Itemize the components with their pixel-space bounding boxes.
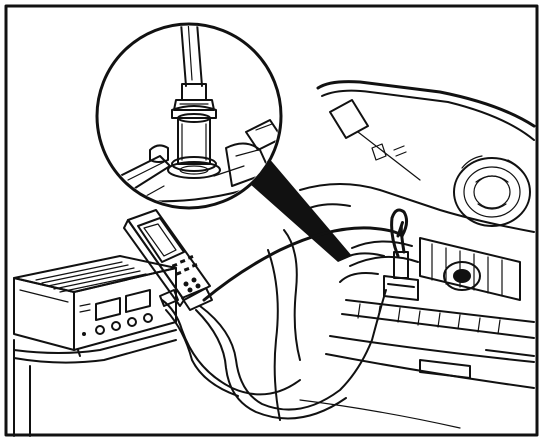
detail-cable-right [195, 26, 203, 87]
magnified-detail-circle [95, 22, 352, 262]
charger-vents [35, 261, 147, 293]
fender-line [283, 229, 301, 361]
tester-keypad[interactable] [171, 255, 201, 293]
cart-shelf-edge [13, 339, 177, 364]
detail-socket [167, 113, 221, 179]
tester-cable-loop [199, 289, 387, 411]
charger-label-1 [79, 303, 91, 307]
tester-key[interactable] [191, 277, 197, 283]
tester-key[interactable] [191, 263, 198, 268]
vehicle-battery-terminal [383, 221, 419, 301]
figure-border [4, 4, 539, 437]
engine-harness-2 [339, 272, 379, 283]
charger-side-line [19, 289, 69, 303]
charger-lead-positive [161, 299, 301, 396]
fender-outer-line [267, 249, 281, 421]
charger-foot [77, 349, 81, 357]
test-cable [159, 208, 409, 420]
tester-screen [137, 217, 185, 263]
charger-knob-4[interactable] [143, 313, 153, 323]
tester-cable-loop-2 [195, 309, 347, 420]
detail-connector-plug [171, 83, 217, 119]
hood-mark-2 [395, 151, 407, 157]
charger-side [13, 277, 75, 351]
tester-key[interactable] [183, 267, 190, 272]
tester-key[interactable] [171, 263, 178, 268]
tester-key[interactable] [187, 287, 193, 293]
tester-screen-inner [143, 223, 177, 257]
tester-cable-upper [202, 226, 404, 302]
hood-clip [371, 143, 387, 161]
charger-knob-3[interactable] [127, 317, 137, 327]
strut-tower [453, 155, 531, 227]
cart-shelf-front [13, 329, 177, 354]
tester-key[interactable] [183, 281, 189, 287]
engine-cover-top [299, 183, 535, 233]
detail-cable-center [187, 26, 193, 81]
tester-key[interactable] [195, 283, 201, 289]
hood-inner-edge [321, 89, 535, 141]
hood-mark-1 [393, 145, 405, 151]
tester-key[interactable] [175, 271, 182, 276]
charger-led [82, 332, 86, 336]
detail-cable-left [179, 26, 187, 87]
charger-display-right [125, 289, 151, 313]
tester-grip [181, 287, 213, 311]
charger-clamp [159, 289, 179, 307]
detail-circle-outline [95, 22, 283, 210]
engine-harness [343, 252, 385, 259]
charger-knob-1[interactable] [95, 325, 105, 335]
hood-edge [316, 80, 536, 128]
charger-knobs[interactable] [95, 313, 153, 335]
tester-key[interactable] [187, 255, 194, 260]
hood-latch [329, 99, 369, 139]
radiator-support [299, 299, 535, 429]
charger-lead-negative [165, 309, 239, 397]
battery-charger [13, 255, 177, 437]
diagnostic-tester [123, 209, 213, 311]
engine-connector-cable [390, 208, 409, 258]
tester-key[interactable] [179, 259, 186, 264]
charger-display-left [95, 297, 121, 321]
charger-label-2 [79, 309, 91, 313]
hood-stay [357, 131, 421, 181]
charger-knob-2[interactable] [111, 321, 121, 331]
engine-compartment [267, 80, 536, 429]
engine-components [349, 237, 521, 301]
